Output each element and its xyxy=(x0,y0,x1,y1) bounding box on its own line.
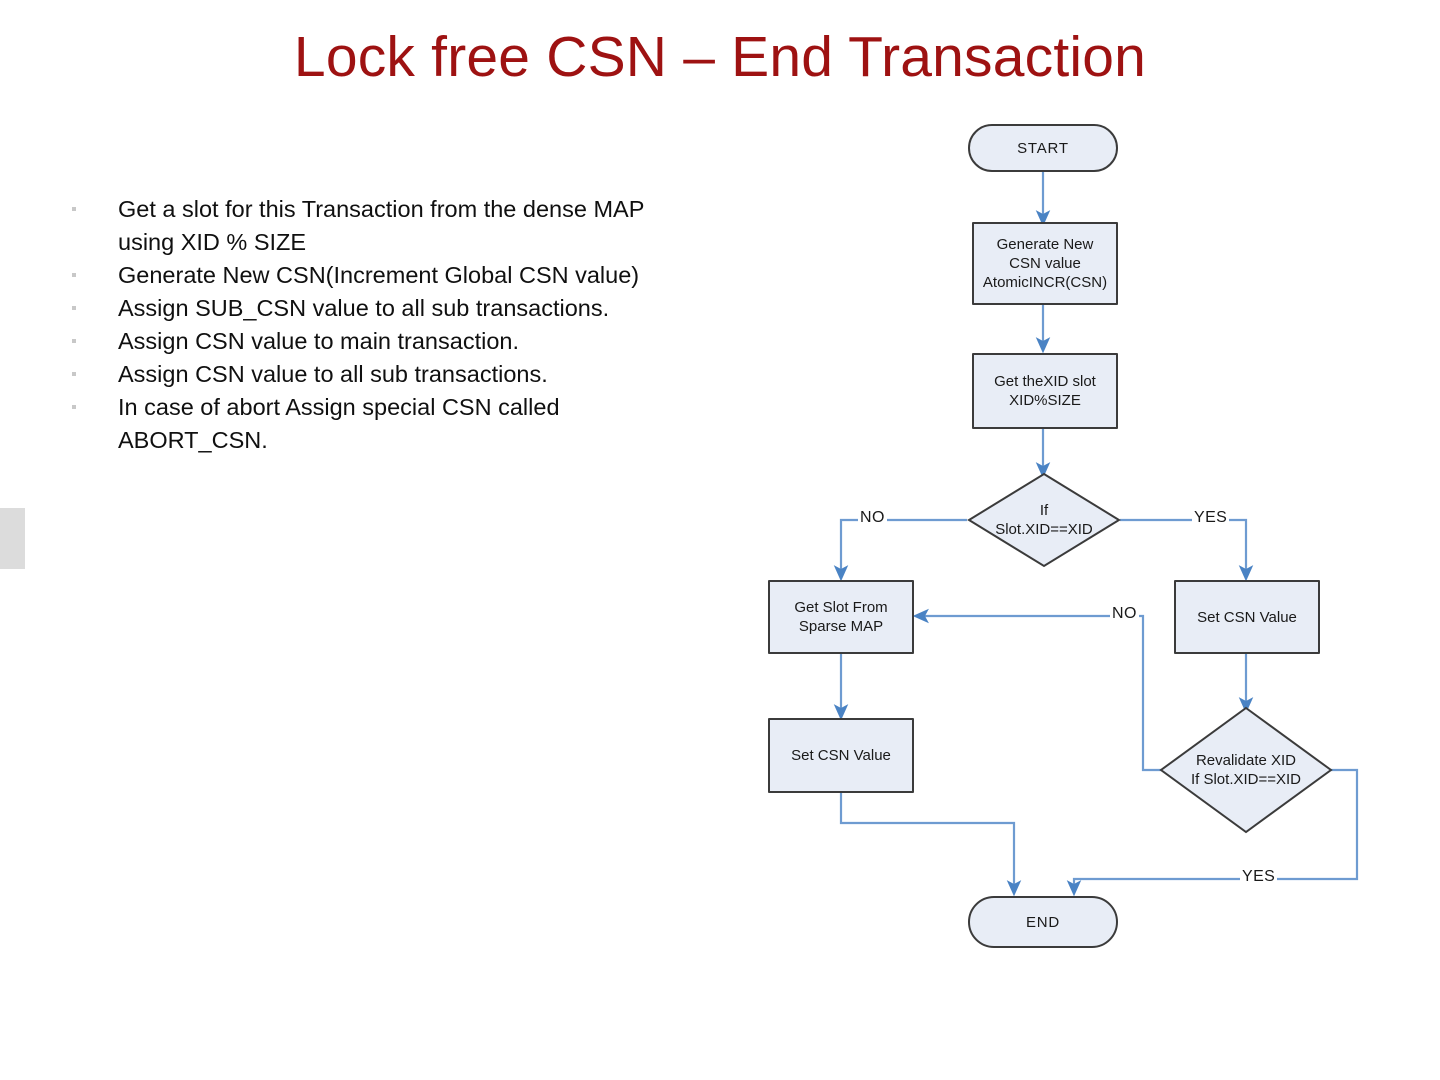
diamond-shape-icon xyxy=(1159,706,1333,834)
list-item: In case of abort Assign special CSN call… xyxy=(68,391,648,457)
edge-label-no-revalidate: NO xyxy=(1110,605,1139,623)
list-item-text: Generate New CSN(Increment Global CSN va… xyxy=(118,262,640,288)
flow-node-end-label: END xyxy=(1025,913,1061,931)
edge-label-yes-revalidate: YES xyxy=(1240,868,1278,886)
list-item-text: Assign SUB_CSN value to all sub transact… xyxy=(118,295,610,321)
flow-node-start-label: START xyxy=(1017,139,1069,157)
flow-node-end[interactable]: END xyxy=(968,896,1118,948)
list-item: Assign SUB_CSN value to all sub transact… xyxy=(68,292,648,325)
flow-node-set-csn-right[interactable]: Set CSN Value xyxy=(1174,580,1320,654)
list-item-text: In case of abort Assign special CSN call… xyxy=(118,394,560,453)
list-item: Assign CSN value to all sub transactions… xyxy=(68,358,648,391)
bullet-list: Get a slot for this Transaction from the… xyxy=(68,193,648,457)
flow-node-start[interactable]: START xyxy=(968,124,1118,172)
bullet-point-icon xyxy=(72,372,76,376)
page-title: Lock free CSN – End Transaction xyxy=(293,25,1147,89)
bullet-point-icon xyxy=(72,339,76,343)
bullet-point-icon xyxy=(72,273,76,277)
flow-node-set-csn-left-label: Set CSN Value xyxy=(791,747,891,764)
flow-node-set-csn-right-label: Set CSN Value xyxy=(1197,608,1297,626)
edge-label-no-left: NO xyxy=(858,509,887,527)
list-item-text: Assign CSN value to all sub transactions… xyxy=(118,361,548,387)
bullet-point-icon xyxy=(72,306,76,310)
diamond-shape-icon xyxy=(967,472,1121,568)
list-item: Get a slot for this Transaction from the… xyxy=(68,193,648,259)
bullet-point-icon xyxy=(72,405,76,409)
list-item: Generate New CSN(Increment Global CSN va… xyxy=(68,259,648,292)
list-item-text: Get a slot for this Transaction from the… xyxy=(118,196,644,255)
edge-label-yes-right: YES xyxy=(1192,509,1230,527)
list-item-text: Assign CSN value to main transaction. xyxy=(118,328,519,354)
flow-node-set-csn-left[interactable]: Set CSN Value xyxy=(768,718,914,793)
bullet-point-icon xyxy=(72,207,76,211)
list-item: Assign CSN value to main transaction. xyxy=(68,325,648,358)
left-edge-marker xyxy=(0,508,25,569)
